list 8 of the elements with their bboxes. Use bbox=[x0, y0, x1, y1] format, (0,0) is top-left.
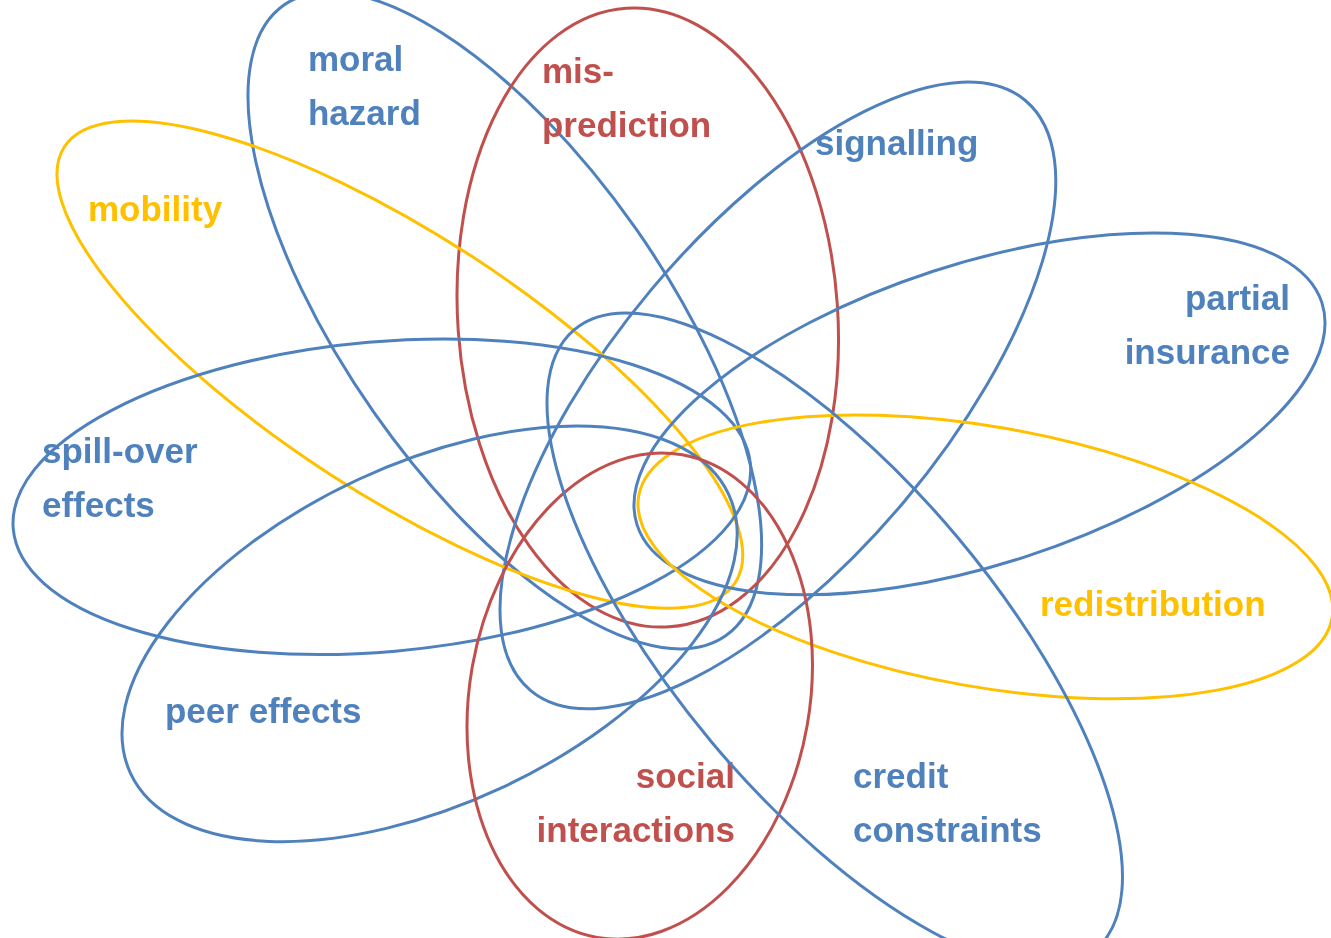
category-label: credit constraints bbox=[853, 755, 1043, 851]
category-label: redistribution bbox=[1040, 583, 1267, 625]
category-label: social interactions bbox=[535, 755, 735, 851]
category-label: mobility bbox=[88, 188, 224, 230]
category-label: moral hazard bbox=[308, 38, 422, 134]
category-label: signalling bbox=[815, 122, 980, 164]
category-label: peer effects bbox=[165, 690, 363, 732]
category-label: partial insurance bbox=[1123, 277, 1290, 373]
